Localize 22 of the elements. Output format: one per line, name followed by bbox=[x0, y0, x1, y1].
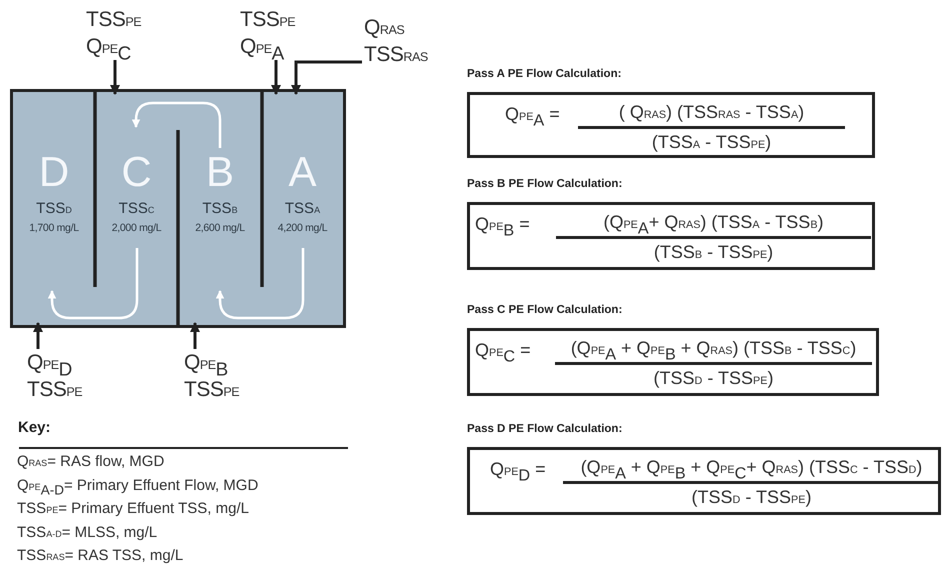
flow-arrow bbox=[32, 322, 44, 349]
aeration-tank bbox=[10, 89, 346, 328]
formula-heading: Pass D PE Flow Calculation: bbox=[467, 423, 622, 435]
flow-arrow bbox=[110, 60, 120, 96]
concentration-value: 4,200 mg/L bbox=[276, 221, 328, 235]
flow-arrow bbox=[48, 248, 138, 320]
formula-heading: Pass C PE Flow Calculation: bbox=[467, 304, 622, 316]
concentration-value: 2,000 mg/L bbox=[110, 221, 162, 235]
flow-arrow bbox=[132, 102, 222, 148]
flow-arrow bbox=[216, 248, 304, 320]
pass-letter: B bbox=[204, 150, 235, 194]
flow-arrow bbox=[290, 60, 362, 96]
formula-heading: Pass A PE Flow Calculation: bbox=[467, 68, 622, 80]
concentration-value: 1,700 mg/L bbox=[28, 221, 80, 235]
pass-letter: C bbox=[120, 150, 153, 194]
pass-letter: A bbox=[287, 150, 318, 194]
key-heading: Key: bbox=[18, 418, 51, 438]
formula-heading: Pass B PE Flow Calculation: bbox=[467, 178, 622, 190]
flow-arrow bbox=[270, 60, 282, 96]
pass-letter: D bbox=[38, 150, 70, 194]
flow-arrow bbox=[190, 322, 200, 349]
concentration-value: 2,600 mg/L bbox=[194, 221, 246, 235]
